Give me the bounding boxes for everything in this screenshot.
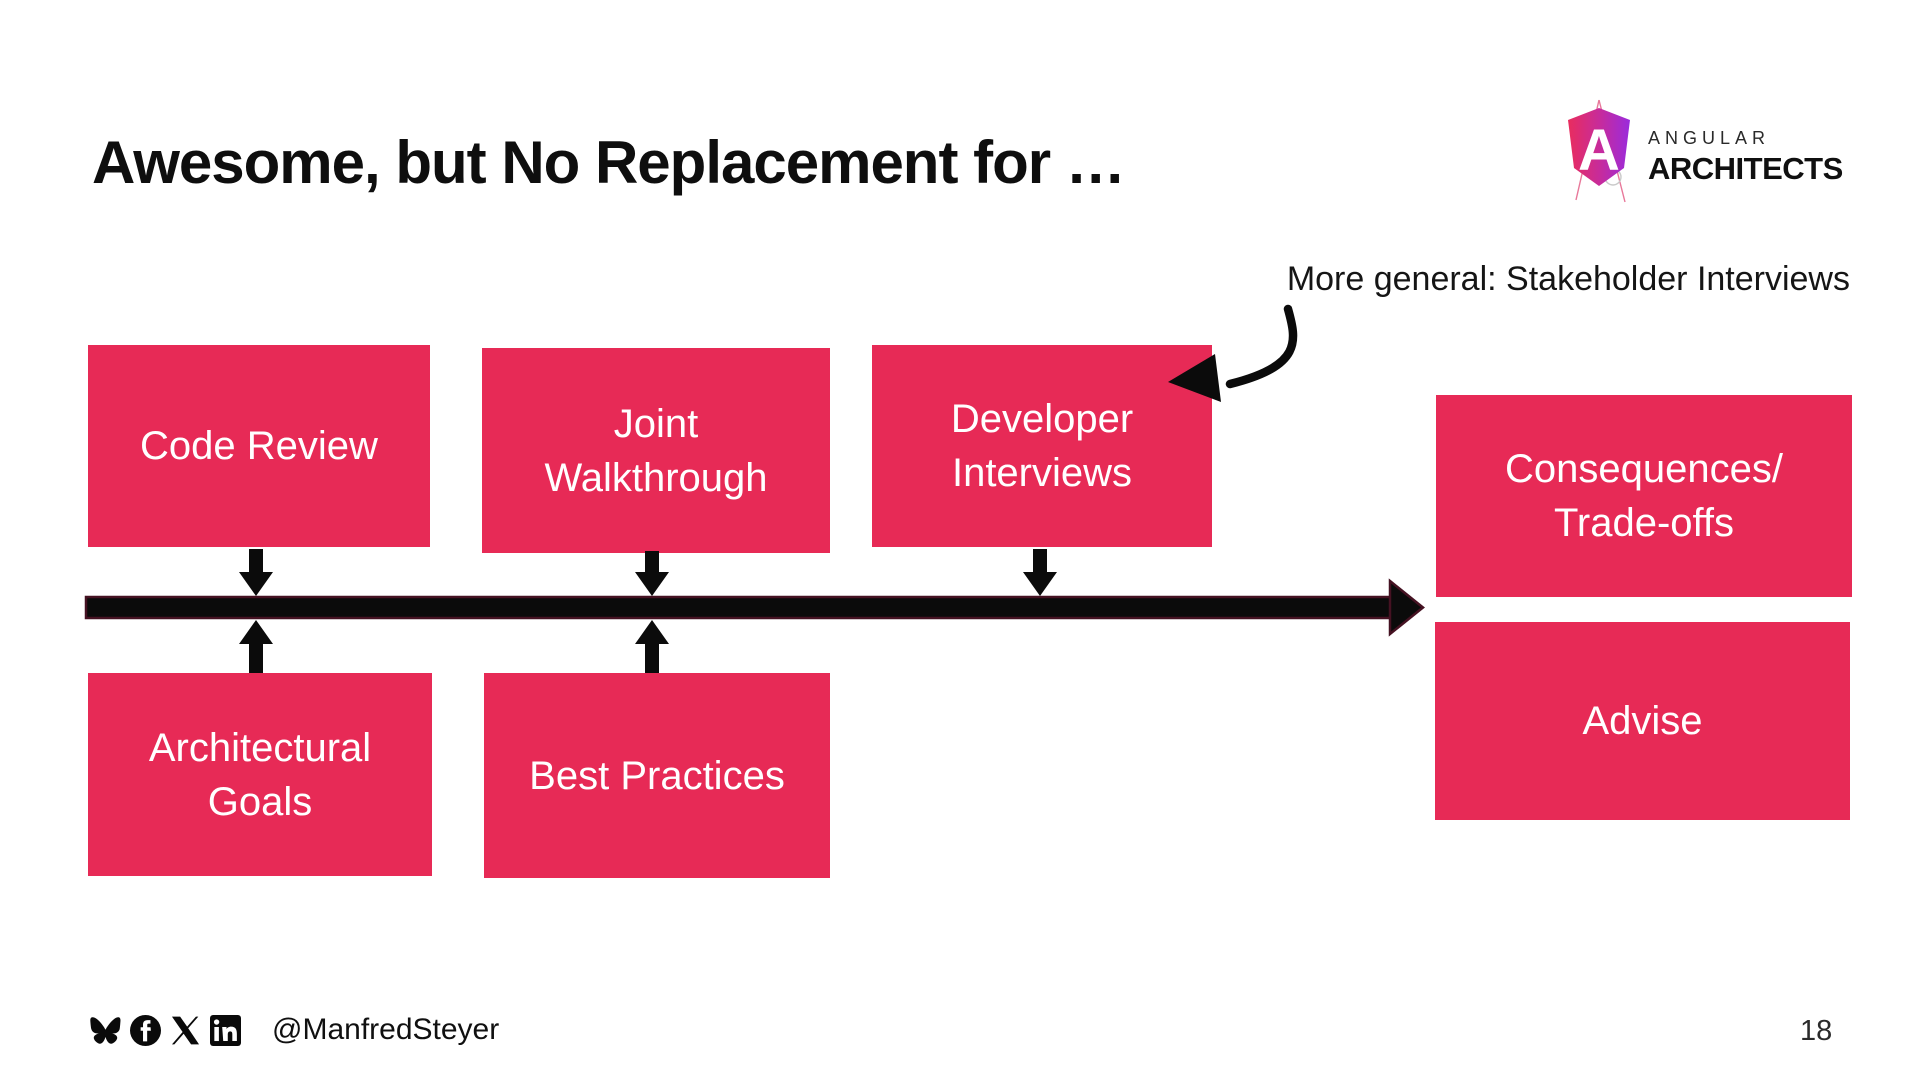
bluesky-icon — [90, 1016, 121, 1044]
box-advise-label: Advise — [1582, 699, 1703, 743]
slide-title: Awesome, but No Replacement for … — [92, 129, 1126, 196]
box-developer-interviews-label: Developer Interviews — [950, 397, 1134, 495]
x-icon — [171, 1016, 200, 1044]
angular-shield-icon: A — [1568, 99, 1630, 203]
page-number: 18 — [1800, 1015, 1833, 1047]
box-architectural-goals-label: Architectural Goals — [148, 725, 372, 824]
linkedin-icon — [210, 1014, 241, 1046]
logo-shield — [1568, 108, 1630, 186]
box-code-review-label: Code Review — [140, 424, 378, 468]
logo-wordmark: ANGULAR ARCHITECTS — [1648, 128, 1843, 187]
logo-letter-a: A — [1578, 118, 1620, 183]
logo-word-angular: ANGULAR — [1648, 127, 1771, 148]
box-joint-walkthrough: Joint Walkthrough — [482, 348, 830, 553]
box-best-practices-label: Best Practices — [529, 753, 785, 798]
annotation-text: More general: Stakeholder Interviews — [1286, 260, 1850, 298]
box-consequences-tradeoffs-label: Consequences/ Trade-offs — [1505, 447, 1783, 545]
footer-handle: @ManfredSteyer — [272, 1013, 500, 1046]
box-advise: Advise — [1435, 622, 1850, 820]
down-arrow-code-review — [239, 549, 273, 596]
logo-word-architects: ARCHITECTS — [1648, 150, 1843, 186]
box-joint-walkthrough-label: Joint Walkthrough — [544, 401, 768, 500]
down-arrow-developer-interviews — [1023, 549, 1057, 596]
up-arrow-best-practices — [635, 620, 669, 673]
box-developer-interviews: Developer Interviews — [872, 345, 1212, 547]
box-architectural-goals: Architectural Goals — [88, 673, 432, 876]
box-consequences-tradeoffs: Consequences/ Trade-offs — [1436, 395, 1852, 597]
box-code-review: Code Review — [88, 345, 430, 547]
up-arrow-architectural-goals — [239, 620, 273, 673]
box-best-practices: Best Practices — [484, 673, 830, 878]
down-arrow-joint-walkthrough — [635, 551, 669, 596]
angular-architects-logo: A ANGULAR ARCHITECTS — [1562, 92, 1843, 204]
footer: @ManfredSteyer — [90, 1013, 499, 1047]
timeline-arrow — [84, 578, 1425, 637]
facebook-icon — [130, 1014, 161, 1046]
